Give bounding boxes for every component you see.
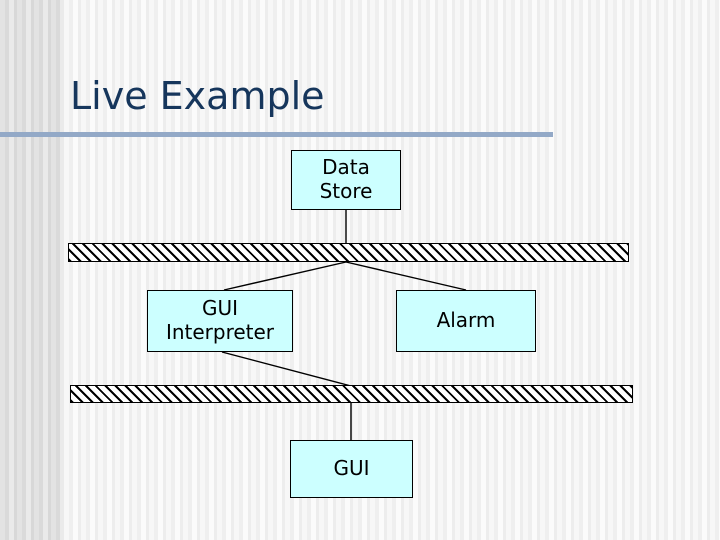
connector-top-bus-to-alarm [345, 261, 467, 291]
bus-bar-top [68, 243, 629, 262]
bus-bar-bottom [70, 385, 633, 403]
node-data-store[interactable]: Data Store [291, 150, 401, 210]
title-divider [0, 132, 553, 137]
page-title: Live Example [70, 74, 325, 118]
connector-top-bus-to-gui-interpreter [223, 261, 347, 291]
node-alarm[interactable]: Alarm [396, 290, 536, 352]
connector-gui-interpreter-to-bottom-bus [221, 351, 352, 387]
background-stripes-left [0, 0, 64, 540]
node-gui-interpreter[interactable]: GUI Interpreter [147, 290, 293, 352]
node-gui[interactable]: GUI [290, 440, 413, 498]
